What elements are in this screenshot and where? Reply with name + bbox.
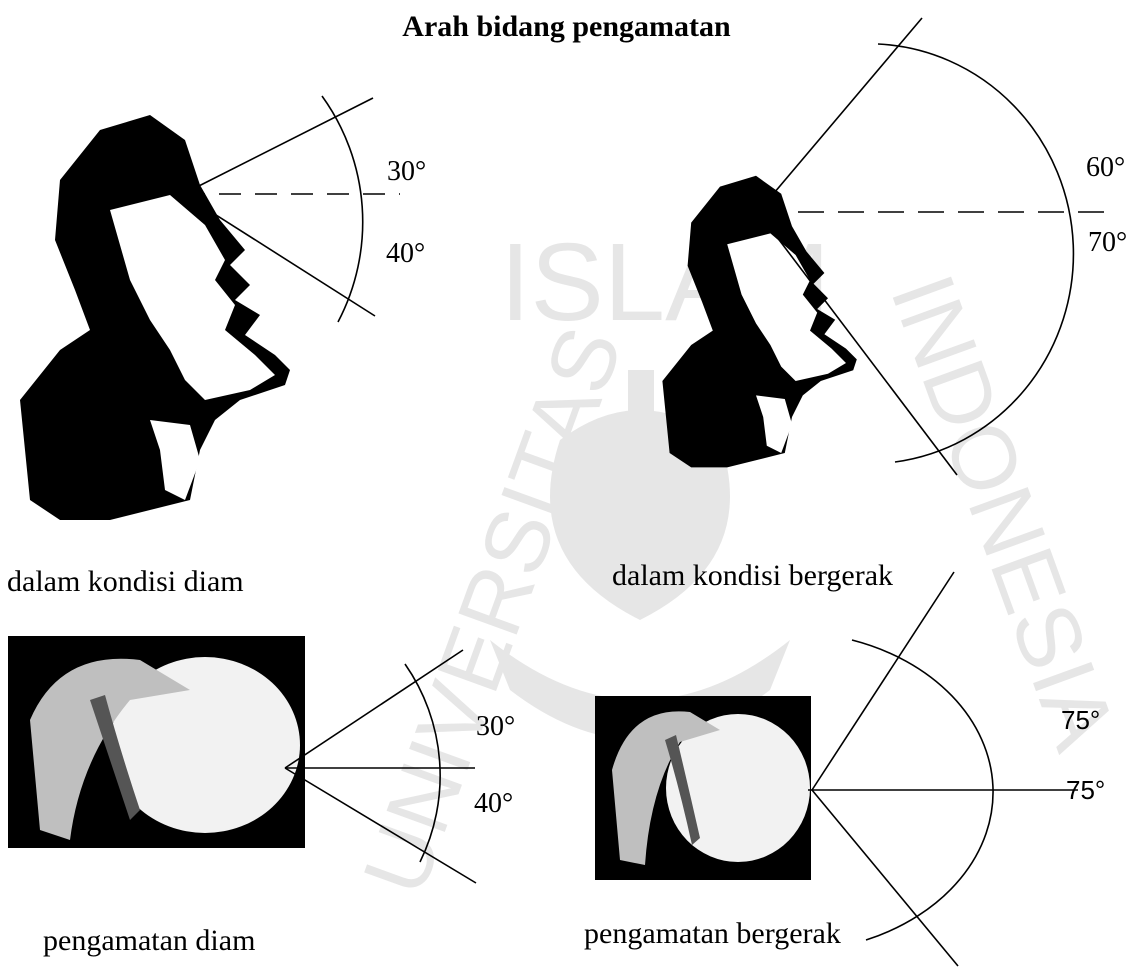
caption-standing-still: dalam kondisi diam bbox=[7, 565, 244, 599]
angle-up-label-standing-still: 30° bbox=[387, 156, 426, 188]
caption-top-still: pengamatan diam bbox=[43, 924, 255, 958]
head-top-view-icon bbox=[30, 657, 300, 840]
page-title: Arah bidang pengamatan bbox=[0, 10, 1133, 44]
angle-up-label-top-moving: 75° bbox=[1061, 705, 1100, 736]
angle-down-label-standing-still: 40° bbox=[386, 238, 425, 270]
caption-top-moving: pengamatan bergerak bbox=[584, 917, 841, 951]
head-top-view-icon bbox=[612, 711, 810, 865]
watermark-emblem-bar bbox=[628, 370, 654, 520]
angle-down-label-top-moving: 75° bbox=[1066, 775, 1105, 806]
head-profile-icon bbox=[20, 115, 290, 520]
watermark-text-right: INDONESIA bbox=[871, 263, 1133, 762]
angle-up-label-top-still: 30° bbox=[476, 711, 515, 743]
angle-down-label-top-still: 40° bbox=[474, 788, 513, 820]
angle-up-label-standing-moving: 60° bbox=[1086, 152, 1125, 184]
caption-standing-moving: dalam kondisi bergerak bbox=[612, 559, 893, 593]
angle-down-label-standing-moving: 70° bbox=[1088, 227, 1127, 259]
